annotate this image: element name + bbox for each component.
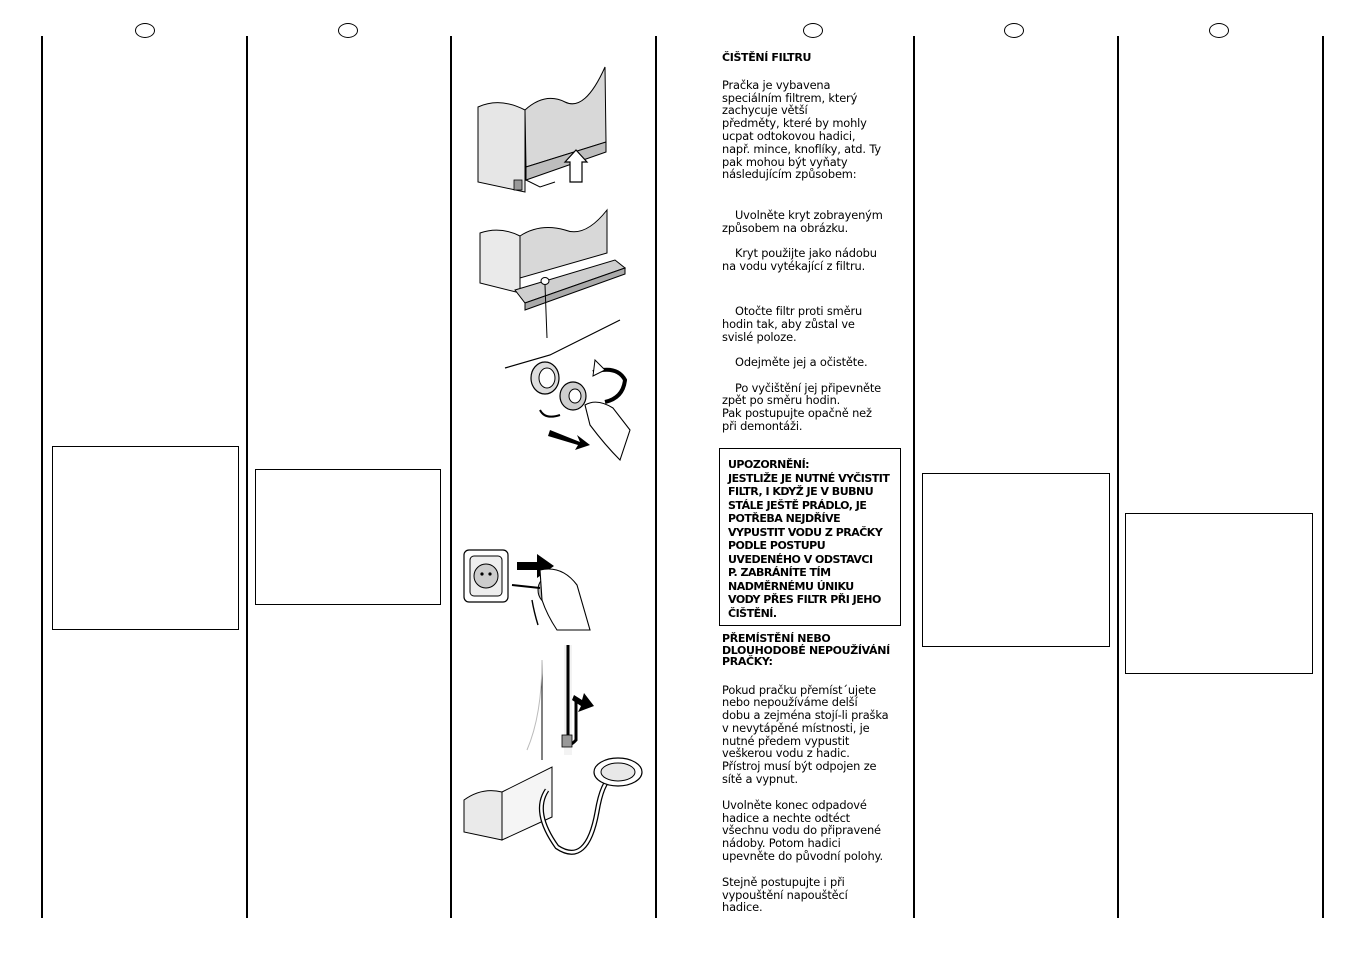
relocation-line: Uvolněte konec odpadové xyxy=(722,797,867,812)
empty-warning-box xyxy=(1125,513,1313,674)
relocation-line: veškerou vodu z hadic. xyxy=(722,746,850,761)
column-divider xyxy=(1117,36,1119,918)
step-line: při demontáži. xyxy=(722,418,803,433)
warning-line: VYPUSTIT VODU Z PRAČKY xyxy=(728,525,883,539)
column-divider xyxy=(450,36,452,918)
warning-line: PODLE POSTUPU xyxy=(728,539,826,552)
relocation-line: Stejně postupujte i při xyxy=(722,874,845,889)
drain-bowl-illustration xyxy=(463,757,643,855)
relocation-title-line: DLOUHODOBÉ NEPOUŽÍVÁNÍ xyxy=(722,643,890,657)
relocation-line: nutné předem vypustit xyxy=(722,733,850,748)
column-divider xyxy=(246,36,248,918)
relocation-line: hadice. xyxy=(722,900,763,915)
filter-cover-illustration xyxy=(477,66,607,193)
warning-line: JESTLIŽE JE NUTNÉ VYČISTIT xyxy=(728,471,890,485)
warning-line: FILTR, I KDYŽ JE V BUBNU xyxy=(728,485,874,498)
relocation-line: hadice a nechte odtéct xyxy=(722,810,850,825)
filter-tray-illustration xyxy=(479,208,627,339)
step-line: Odejměte jej a očistěte. xyxy=(735,354,868,369)
relocation-line: Přístroj musí být odpojen ze xyxy=(722,759,877,774)
intro-line: předměty, které by mohly xyxy=(722,116,867,131)
language-circle-icon xyxy=(338,23,358,38)
step-line: Uvolněte kryt zobrayeným xyxy=(735,208,883,223)
intro-line: např. mince, knoflíky, atd. Ty xyxy=(722,141,881,156)
relocation-line: Pokud pračku přemíst´ujete xyxy=(722,682,876,697)
step-line: Otočte filtr proti směru xyxy=(735,304,863,319)
step-line: způsobem na obrázku. xyxy=(722,220,849,235)
step-line: na vodu vytékající z filtru. xyxy=(722,258,866,273)
intro-line: Pračka je vybavena xyxy=(722,77,831,92)
empty-warning-box xyxy=(52,446,239,630)
filter-cleaning-text: ČIŠTĚNÍ FILTRU Pračka je vybavena speciá… xyxy=(722,51,902,433)
relocation-line: nebo nepoužíváme delší xyxy=(722,695,858,710)
intro-line: zachycuje větší xyxy=(722,103,808,118)
step-line: hodin tak, aby zůstal ve xyxy=(722,317,855,332)
language-circle-icon xyxy=(1004,23,1024,38)
filter-turn-illustration xyxy=(504,319,631,462)
warning-line: NADMĚRNÉMU ÚNIKU xyxy=(728,579,854,593)
empty-warning-box xyxy=(922,473,1110,647)
intro-line: následujícím způsobem: xyxy=(722,167,857,182)
step-line: Kryt použijte jako nádobu xyxy=(735,245,877,260)
language-circle-icon xyxy=(1209,23,1229,38)
step-line: zpět po směru hodin. xyxy=(722,393,841,408)
language-circle-icon xyxy=(135,23,155,38)
warning-line: UPOZORNĚNÍ: xyxy=(728,458,810,471)
relocation-line: upevněte do původní polohy. xyxy=(722,849,883,864)
relocation-text: PŘEMÍSTĚNÍ NEBO DLOUHODOBÉ NEPOUŽÍVÁNÍ P… xyxy=(722,633,902,914)
warning-box: UPOZORNĚNÍ: JESTLIŽE JE NUTNÉ VYČISTIT F… xyxy=(719,448,901,626)
language-circle-icon xyxy=(803,23,823,38)
warning-line: STÁLE JEŠTĚ PRÁDLO, JE xyxy=(728,498,867,512)
relocation-line: dobu a zejména stojí-li praška xyxy=(722,708,889,723)
relocation-line: nádoby. Potom hadici xyxy=(722,836,841,851)
column-divider xyxy=(655,36,657,918)
warning-line: VODY PŘES FILTR PŘI JEHO xyxy=(728,593,881,606)
drain-hose-illustration xyxy=(526,645,594,760)
column-divider xyxy=(1322,36,1324,918)
step-line: Po vyčištění jej připevněte xyxy=(735,380,882,395)
intro-line: speciálním filtrem, který xyxy=(722,90,858,105)
step-line: svislé poloze. xyxy=(722,329,797,344)
column-divider xyxy=(41,36,43,918)
empty-warning-box xyxy=(255,469,441,605)
relocation-line: sítě a vypnut. xyxy=(722,772,798,787)
relocation-title-line: PRAČKY: xyxy=(722,655,773,668)
column-divider xyxy=(913,36,915,918)
warning-line: P. ZABRÁNÍTE TÍM xyxy=(728,566,831,579)
warning-line: POTŘEBA NEJDŘÍVE xyxy=(728,512,841,525)
intro-line: pak mohou být vyňaty xyxy=(722,154,848,169)
relocation-title-line: PŘEMÍSTĚNÍ NEBO xyxy=(722,632,831,645)
warning-line: ČIŠTĚNÍ. xyxy=(728,606,777,620)
intro-line: ucpat odtokovou hadici, xyxy=(722,128,856,143)
filter-section-title: ČIŠTĚNÍ FILTRU xyxy=(722,51,812,64)
warning-line: UVEDENÉHO V ODSTAVCI xyxy=(728,552,873,566)
step-line: Pak postupujte opačně než xyxy=(722,406,872,421)
relocation-line: v nevytápěné místnosti, je xyxy=(722,720,870,735)
relocation-line: vypouštění napouštěcí xyxy=(722,887,848,902)
relocation-line: všechnu vodu do připravené xyxy=(722,823,881,838)
unplug-illustration xyxy=(463,549,591,631)
